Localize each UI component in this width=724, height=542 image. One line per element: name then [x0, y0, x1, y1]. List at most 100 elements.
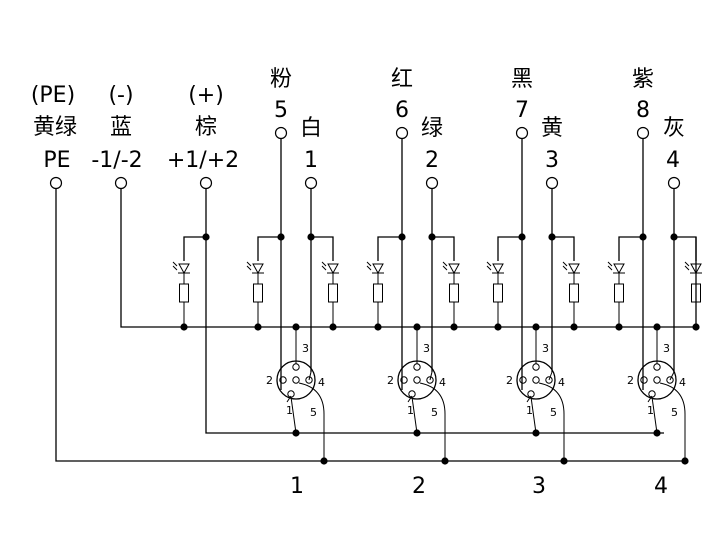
connector-pin-label-5: 5: [671, 406, 678, 419]
ch1-pos-junction: [292, 429, 300, 437]
connector-pin: [292, 376, 300, 384]
connector-pin-label-4: 4: [439, 376, 446, 389]
led-ray: [246, 261, 252, 267]
output-label-1: 1: [290, 474, 304, 499]
ch4-pe-junction: [681, 457, 689, 465]
ch2-pin5-color: 红: [391, 67, 413, 92]
connector-pin-label-4: 4: [558, 376, 565, 389]
led-ray: [321, 265, 327, 271]
connector-pin-label-1: 1: [407, 404, 414, 417]
ch4-output-wire: [659, 382, 686, 461]
ch1-neg-junction-2: [329, 323, 337, 331]
output-label-3: 3: [532, 474, 546, 499]
ch3-pe-junction: [560, 457, 568, 465]
ch4-pin2-internal: [669, 371, 675, 381]
ch3-led-b-icon: [562, 261, 580, 275]
ch1-resistor-a: [179, 283, 189, 303]
ch2-pin2-color: 绿: [421, 116, 443, 141]
ch1-pin2-number: 1: [304, 148, 318, 173]
ch1-resistor-c: [328, 283, 338, 303]
connector-pin: [305, 376, 313, 384]
connector-pin-label-2: 2: [506, 374, 513, 387]
led-ray: [321, 261, 327, 267]
connector-pin-label-3: 3: [663, 342, 670, 355]
led-ray: [366, 261, 372, 267]
ch1-led-c-icon: [321, 261, 339, 275]
plus-terminal-circle: [199, 176, 213, 190]
ch3-pin5-terminal-circle: [515, 126, 529, 140]
connector-pin: [292, 363, 300, 371]
ch2-pin2-terminal-circle: [425, 176, 439, 190]
connector-pin: [413, 376, 421, 384]
ch2-resistor-a: [373, 283, 383, 303]
connector-pin-label-5: 5: [550, 406, 557, 419]
ch1-led-b-icon: [246, 261, 264, 275]
ch4-led-feed-a: [618, 236, 643, 261]
ch1-led-feed-a: [183, 236, 206, 261]
connector-pin: [519, 376, 527, 384]
ch4-pin5-color: 紫: [632, 67, 654, 92]
ch3-pin5-number: 7: [515, 98, 529, 123]
ch2-neg-junction-0: [374, 323, 382, 331]
ch3-pin2-terminal-circle: [545, 176, 559, 190]
connector-pin: [653, 363, 661, 371]
ch1-pin5-number: 5: [274, 98, 288, 123]
ch3-resistor-a: [493, 283, 503, 303]
terminal-minus: (-) 蓝 -1/-2: [91, 83, 142, 173]
led-triangle: [448, 263, 460, 275]
ch1-neg-junction-1: [254, 323, 262, 331]
connector-pin-label-5: 5: [431, 406, 438, 419]
ch1-pin5-terminal-circle: [274, 126, 288, 140]
ch3-connector-pos-wire: [530, 396, 537, 434]
pe-bus-wire: [55, 189, 686, 462]
ch4-pin5-terminal-circle: [636, 126, 650, 140]
ch4-neg-junction-0: [615, 323, 623, 331]
connector-pin-label-1: 1: [647, 404, 654, 417]
ch4-neg-junction-1: [692, 323, 700, 331]
ch2-led-a-icon: [366, 261, 384, 275]
ch2-pos-junction: [413, 429, 421, 437]
ch1-pin5-color: 粉: [270, 67, 292, 92]
ch1-led-a-icon: [172, 261, 190, 275]
led-triangle: [178, 263, 190, 275]
ch1-junction-plus: [202, 233, 210, 241]
positive-bus-wire: [205, 189, 664, 434]
pe-paren-label: (PE): [31, 83, 75, 108]
led-ray: [607, 261, 613, 267]
ch4-pin5-number: 8: [636, 98, 650, 123]
ch2-pin5-number: 6: [395, 98, 409, 123]
channel-1-labels: 粉 5 白 1: [270, 67, 322, 173]
ch2-pin2-internal: [429, 371, 433, 381]
ch1-led-feed-b: [257, 236, 281, 261]
led-ray: [442, 261, 448, 267]
ch1-pin2-internal: [308, 371, 312, 381]
ch4-pin2-terminal-circle: [667, 176, 681, 190]
led-triangle: [613, 263, 625, 275]
led-ray: [562, 261, 568, 267]
ch1-output-wire: [298, 382, 325, 461]
minus-paren-label: (-): [108, 83, 133, 108]
ch1-connector-pos-wire: [290, 396, 297, 434]
ch1-neg-junction-0: [180, 323, 188, 331]
minus-label: -1/-2: [91, 148, 142, 173]
ch3-pin2-internal: [548, 371, 553, 381]
ch2-pin2-number: 2: [425, 148, 439, 173]
ch2-pe-junction: [441, 457, 449, 465]
led-ray: [246, 265, 252, 271]
negative-bus-wire: [120, 189, 697, 328]
plus-label: +1/+2: [167, 148, 239, 173]
led-triangle: [690, 263, 702, 275]
ch3-pos-junction: [532, 429, 540, 437]
ch4-pin2-color: 灰: [663, 116, 685, 141]
connector-pin-label-3: 3: [423, 342, 430, 355]
ch3-led-feed-a: [497, 236, 522, 261]
ch1-pin2-terminal-circle: [304, 176, 318, 190]
ch2-led-b-icon: [442, 261, 460, 275]
connector-pin: [666, 376, 674, 384]
ch3-pin2-number: 3: [545, 148, 559, 173]
led-ray: [442, 265, 448, 271]
channel-3-labels: 黑 7 黄 3: [511, 67, 563, 173]
pe-label: PE: [43, 148, 70, 173]
minus-color-label: 蓝: [110, 115, 132, 140]
